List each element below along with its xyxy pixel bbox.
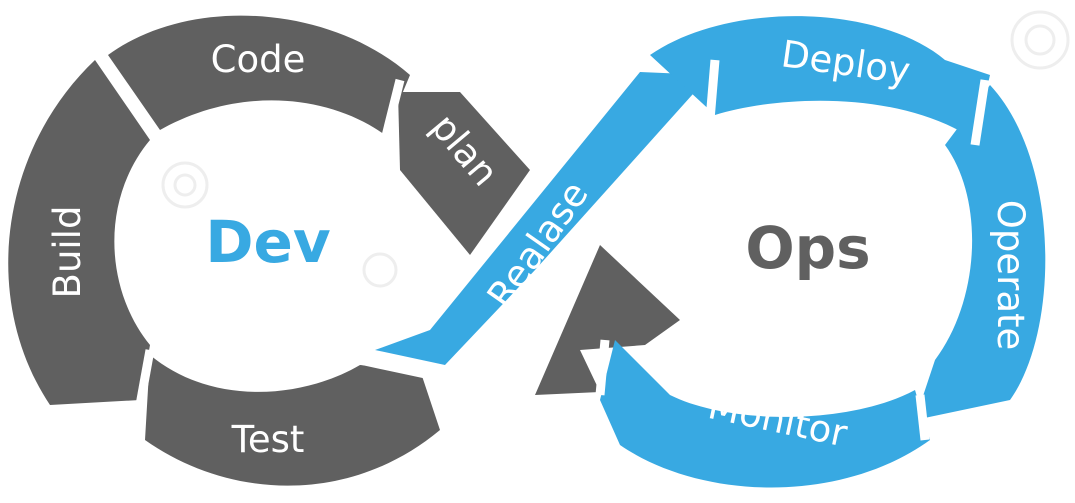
label-build: Build <box>46 206 89 299</box>
background-decoration <box>161 10 1070 288</box>
segment-deploy <box>650 16 990 141</box>
label-operate: Operate <box>989 200 1032 351</box>
segment-test <box>145 355 440 486</box>
ops-loop <box>375 16 1046 488</box>
dev-center-label: Dev <box>205 208 330 276</box>
label-code: Code <box>211 38 306 81</box>
segment-monitor <box>600 340 930 488</box>
ops-center-label: Ops <box>745 214 870 282</box>
segment-release <box>375 72 710 365</box>
segment-build <box>8 60 150 405</box>
segment-code <box>108 15 410 135</box>
segment-operate <box>915 85 1046 420</box>
segment-separators <box>96 52 990 441</box>
segment-plan <box>398 92 530 255</box>
segment-crossing <box>535 245 680 395</box>
dev-loop <box>8 15 680 486</box>
label-test: Test <box>231 418 305 461</box>
